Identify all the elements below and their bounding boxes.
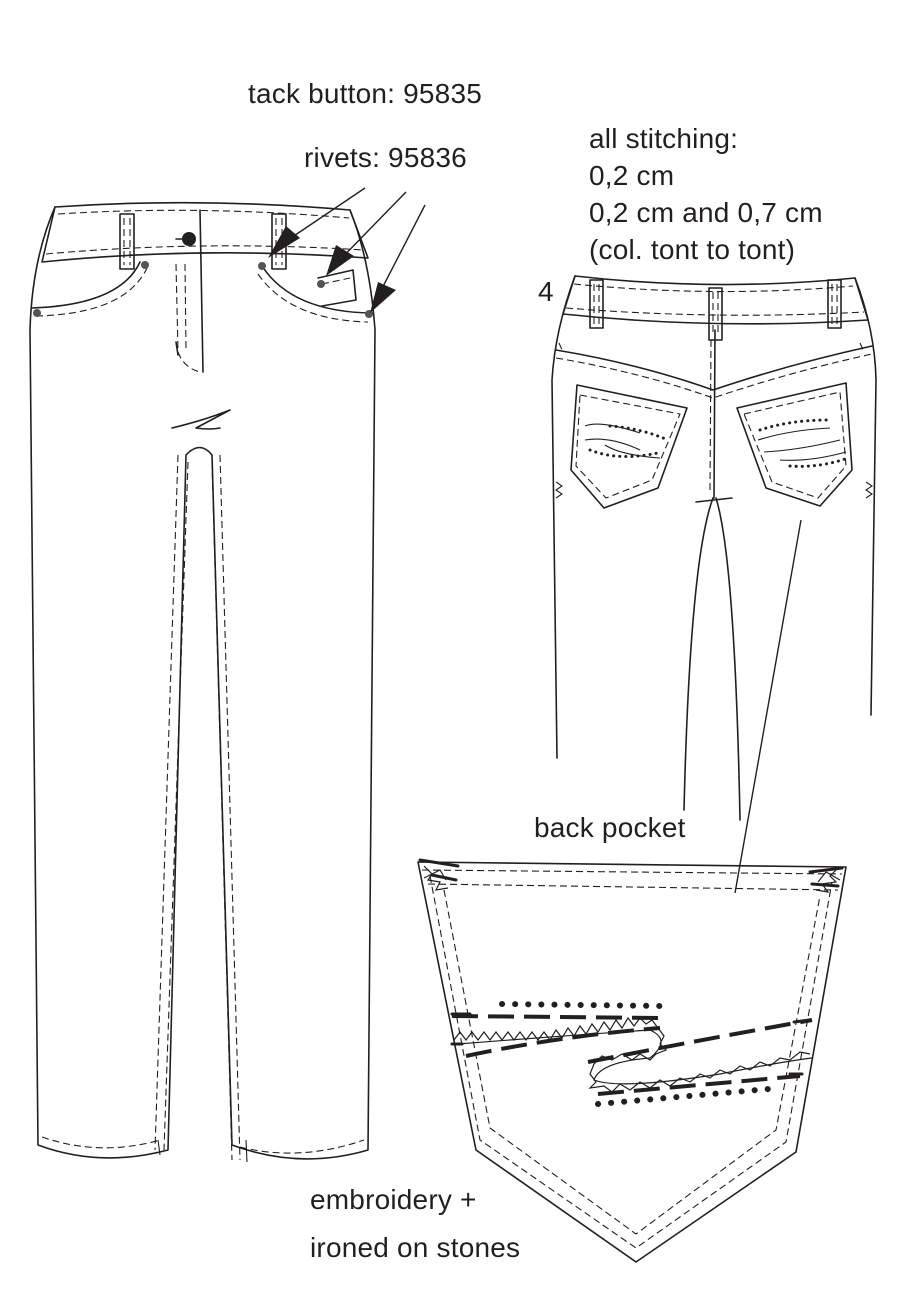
front-view-jeans (29, 201, 376, 1163)
tack-button-mark (182, 232, 196, 246)
view-number: 4 (538, 276, 554, 307)
stitching-line-1: all stitching: (589, 123, 739, 154)
embroidery-note: embroidery + ironed on stones (310, 1176, 520, 1272)
stitching-note: all stitching: 0,2 cm 0,2 cm and 0,7 cm … (589, 120, 823, 268)
leader-lines-front (268, 187, 426, 313)
tack-button-label: tack button: 95835 (248, 78, 482, 109)
embroidery-line-1: embroidery + (310, 1184, 477, 1215)
leader-back-pocket (734, 519, 802, 894)
stitching-line-4: (col. tont to tont) (589, 234, 796, 265)
back-view-jeans (551, 275, 877, 821)
back-pocket-label: back pocket (534, 812, 686, 843)
rivets-label: rivets: 95836 (304, 142, 467, 173)
stitching-line-2: 0,2 cm (589, 160, 675, 191)
embroidery-line-2: ironed on stones (310, 1232, 521, 1263)
stitching-line-3: 0,2 cm and 0,7 cm (589, 197, 823, 228)
back-pocket-detail (417, 858, 847, 1263)
